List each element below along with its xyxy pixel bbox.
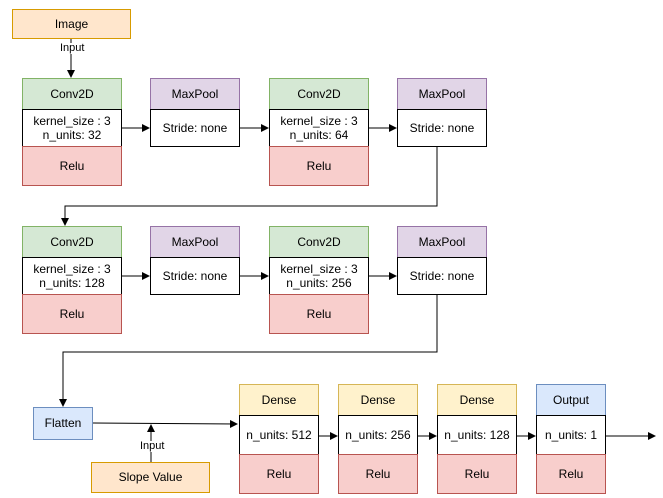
conv2-params: kernel_size : 3 n_units: 64 [269,109,369,147]
conv2-activation: Relu [269,146,369,186]
dense1-params: n_units: 512 [239,415,319,455]
pool4-header: MaxPool [397,226,487,258]
conv4-header: Conv2D [269,226,369,258]
conv1-header: Conv2D [22,78,122,110]
conv4-activation: Relu [269,294,369,334]
pool2-header: MaxPool [397,78,487,110]
pool4-params: Stride: none [397,257,487,295]
conv1-activation: Relu [22,146,122,186]
dense2-activation: Relu [338,454,418,494]
output-params: n_units: 1 [536,415,606,455]
output-header: Output [536,384,606,416]
slope-value-node: Slope Value [91,462,210,493]
conv3-header: Conv2D [22,226,122,258]
pool2-params: Stride: none [397,109,487,147]
dense2-header: Dense [338,384,418,416]
conv3-params: kernel_size : 3 n_units: 128 [22,257,122,295]
output-activation: Relu [536,454,606,494]
pool3-params: Stride: none [150,257,240,295]
slope-input-edge-label: Input [139,440,166,452]
image-input-node: Image [12,9,131,39]
dense3-activation: Relu [437,454,517,494]
dense1-activation: Relu [239,454,319,494]
dense3-params: n_units: 128 [437,415,517,455]
pool3-header: MaxPool [150,226,240,258]
conv3-activation: Relu [22,294,122,334]
pool1-header: MaxPool [150,78,240,110]
dense1-header: Dense [239,384,319,416]
edge-pool2-to-conv3 [61,147,438,226]
conv1-params: kernel_size : 3 n_units: 32 [22,109,122,147]
edge-flatten-to-dense1 [92,419,238,428]
edge-pool4-to-flatten [59,295,438,407]
conv4-params: kernel_size : 3 n_units: 256 [269,257,369,295]
image-input-edge-label: Input [59,42,86,54]
pool1-params: Stride: none [150,109,240,147]
dense2-params: n_units: 256 [338,415,418,455]
dense3-header: Dense [437,384,517,416]
conv2-header: Conv2D [269,78,369,110]
flatten-node: Flatten [33,407,93,440]
